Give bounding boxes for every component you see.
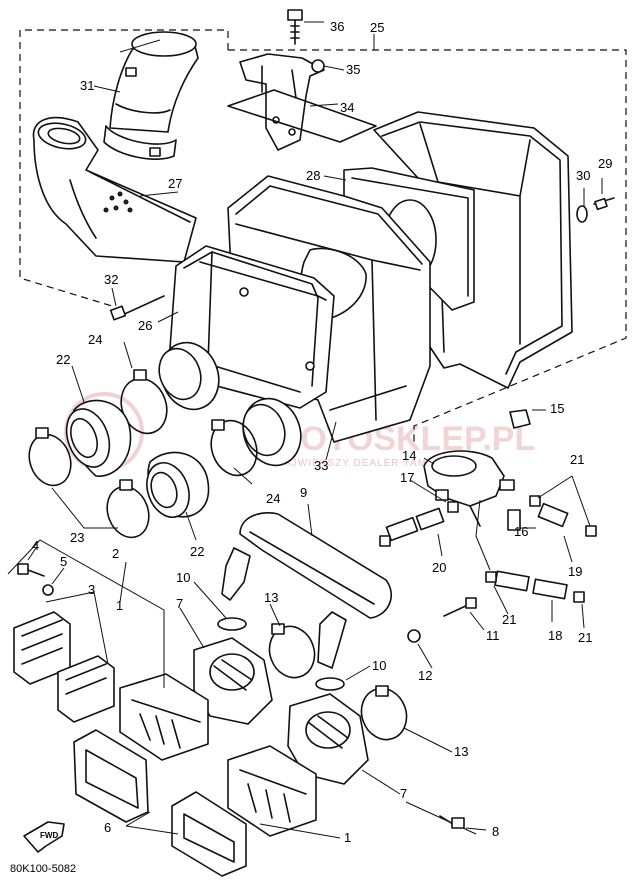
- callout-29: 29: [598, 156, 612, 171]
- callout-16: 16: [514, 524, 528, 539]
- intake-tube-27: [32, 116, 197, 263]
- callout-26: 26: [138, 318, 152, 333]
- callout-8: 8: [492, 824, 499, 839]
- callout-12: 12: [418, 668, 432, 683]
- bolts-11-12: [407, 597, 485, 669]
- callout-1: 1: [344, 830, 351, 845]
- callout-18: 18: [548, 628, 562, 643]
- callout-19: 19: [568, 564, 582, 579]
- callout-9: 9: [300, 485, 307, 500]
- callout-7: 7: [400, 786, 407, 801]
- joint-duct-31: [93, 31, 199, 160]
- valve-14: [379, 409, 597, 629]
- callout-23: 23: [70, 530, 84, 545]
- fwd-label: FWD: [40, 831, 58, 840]
- callout-2: 2: [112, 546, 119, 561]
- callout-1: 1: [116, 598, 123, 613]
- screw-32: [109, 287, 165, 321]
- callout-13: 13: [264, 590, 278, 605]
- reed-valves: [7, 539, 477, 877]
- callout-17: 17: [400, 470, 414, 485]
- callout-35: 35: [346, 62, 360, 77]
- bolt-36: [287, 9, 324, 45]
- callout-6: 6: [104, 820, 111, 835]
- assembly-25-boundary: [19, 29, 627, 446]
- mixing-pipe-9: [221, 503, 392, 669]
- callout-13: 13: [454, 744, 468, 759]
- callout-11: 11: [486, 628, 500, 643]
- callout-5: 5: [60, 554, 67, 569]
- callout-3: 3: [88, 582, 95, 597]
- intake-joints: [28, 341, 302, 541]
- callout-15: 15: [550, 401, 564, 416]
- callout-24: 24: [88, 332, 102, 347]
- callout-32: 32: [104, 272, 118, 287]
- callout-21: 21: [578, 630, 592, 645]
- orings-clamps: [193, 581, 453, 753]
- callout-36: 36: [330, 19, 344, 34]
- bolt-8: [439, 815, 487, 831]
- callout-31: 31: [80, 78, 94, 93]
- callout-7: 7: [176, 596, 183, 611]
- callout-34: 34: [340, 100, 354, 115]
- callout-10: 10: [176, 570, 190, 585]
- callout-21: 21: [502, 612, 516, 627]
- callout-27: 27: [168, 176, 182, 191]
- screws-4-5: [17, 547, 65, 596]
- watermark-main: MOTOSKLEP.PL: [272, 420, 535, 458]
- callout-25: 25: [370, 20, 384, 35]
- callout-4: 4: [32, 538, 39, 553]
- callout-33: 33: [314, 458, 328, 473]
- callout-21: 21: [570, 452, 584, 467]
- callout-28: 28: [306, 168, 320, 183]
- callout-10: 10: [372, 658, 386, 673]
- callout-24: 24: [266, 491, 280, 506]
- bracket-34: [227, 53, 377, 151]
- fwd-arrow-icon: FWD: [23, 821, 65, 853]
- callout-14: 14: [402, 448, 416, 463]
- callout-30: 30: [576, 168, 590, 183]
- callout-22: 22: [56, 352, 70, 367]
- manifolds-7: [179, 607, 401, 795]
- drawing-code: 80K100-5082: [10, 863, 76, 875]
- callout-22: 22: [190, 544, 204, 559]
- watermark-sub: NAJWIĘKSZY DEALER YAMAHA: [276, 458, 451, 469]
- callout-20: 20: [432, 560, 446, 575]
